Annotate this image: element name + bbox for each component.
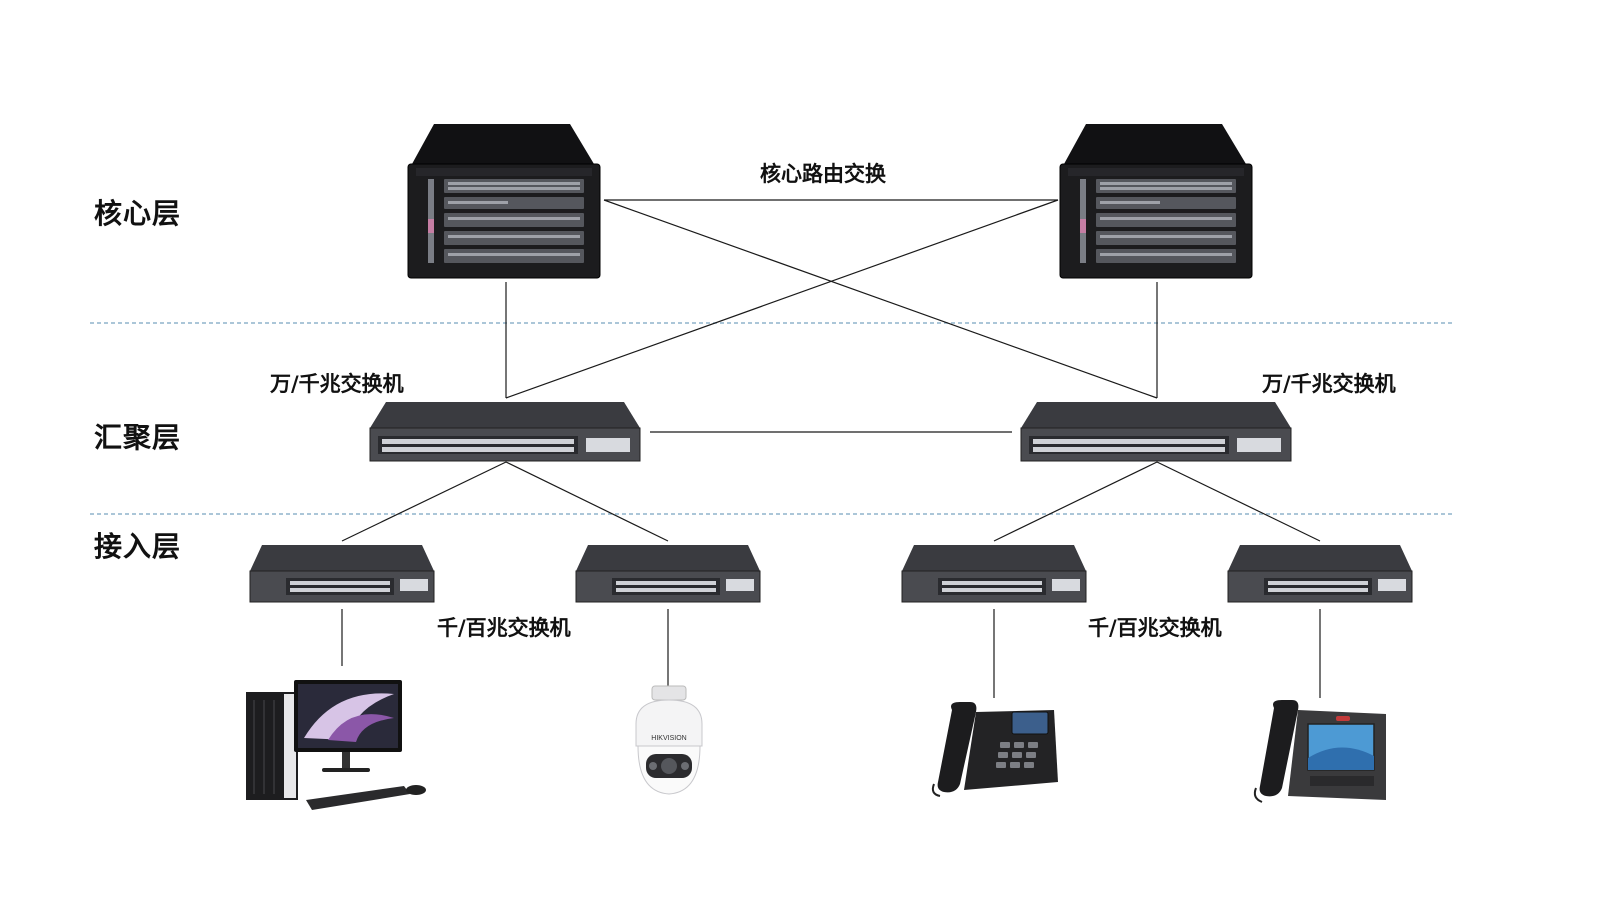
link-agg-right-to-access-4 xyxy=(1156,461,1321,542)
layer-label-core: 核心层 xyxy=(94,197,182,230)
core-router-left-icon xyxy=(407,124,601,279)
link-agg-left-to-access-2 xyxy=(505,461,669,542)
dome-camera-icon: HIKVISION xyxy=(635,685,703,795)
aggregation-switch-right-icon xyxy=(1020,402,1292,462)
access-switch-4-icon xyxy=(1227,545,1413,603)
camera-brand-label: HIKVISION xyxy=(651,735,686,742)
link-agg-left-to-access-1 xyxy=(341,461,507,542)
access-switch-2-icon xyxy=(575,545,761,603)
layer-label-access: 接入层 xyxy=(94,530,182,563)
access-switch-3-icon xyxy=(901,545,1087,603)
link-core-right-to-agg-left xyxy=(505,199,1059,399)
access-switch-1-icon xyxy=(249,545,435,603)
core-router-right-icon xyxy=(1059,124,1253,279)
layer-label-aggregation: 汇聚层 xyxy=(94,421,182,454)
aggregation-switch-left-icon xyxy=(369,402,641,462)
caption-aggregation-left: 万/千兆交换机 xyxy=(270,372,404,396)
ip-phone-icon xyxy=(931,702,1058,797)
link-agg-right-to-access-3 xyxy=(993,461,1158,542)
desktop-computer-icon xyxy=(246,680,426,810)
caption-access-left: 千/百兆交换机 xyxy=(437,616,571,640)
caption-access-right: 千/百兆交换机 xyxy=(1088,616,1222,640)
caption-aggregation-right: 万/千兆交换机 xyxy=(1262,372,1396,396)
caption-core-link: 核心路由交换 xyxy=(760,162,886,186)
video-phone-icon xyxy=(1253,700,1386,803)
link-core-left-to-agg-right xyxy=(603,199,1158,399)
